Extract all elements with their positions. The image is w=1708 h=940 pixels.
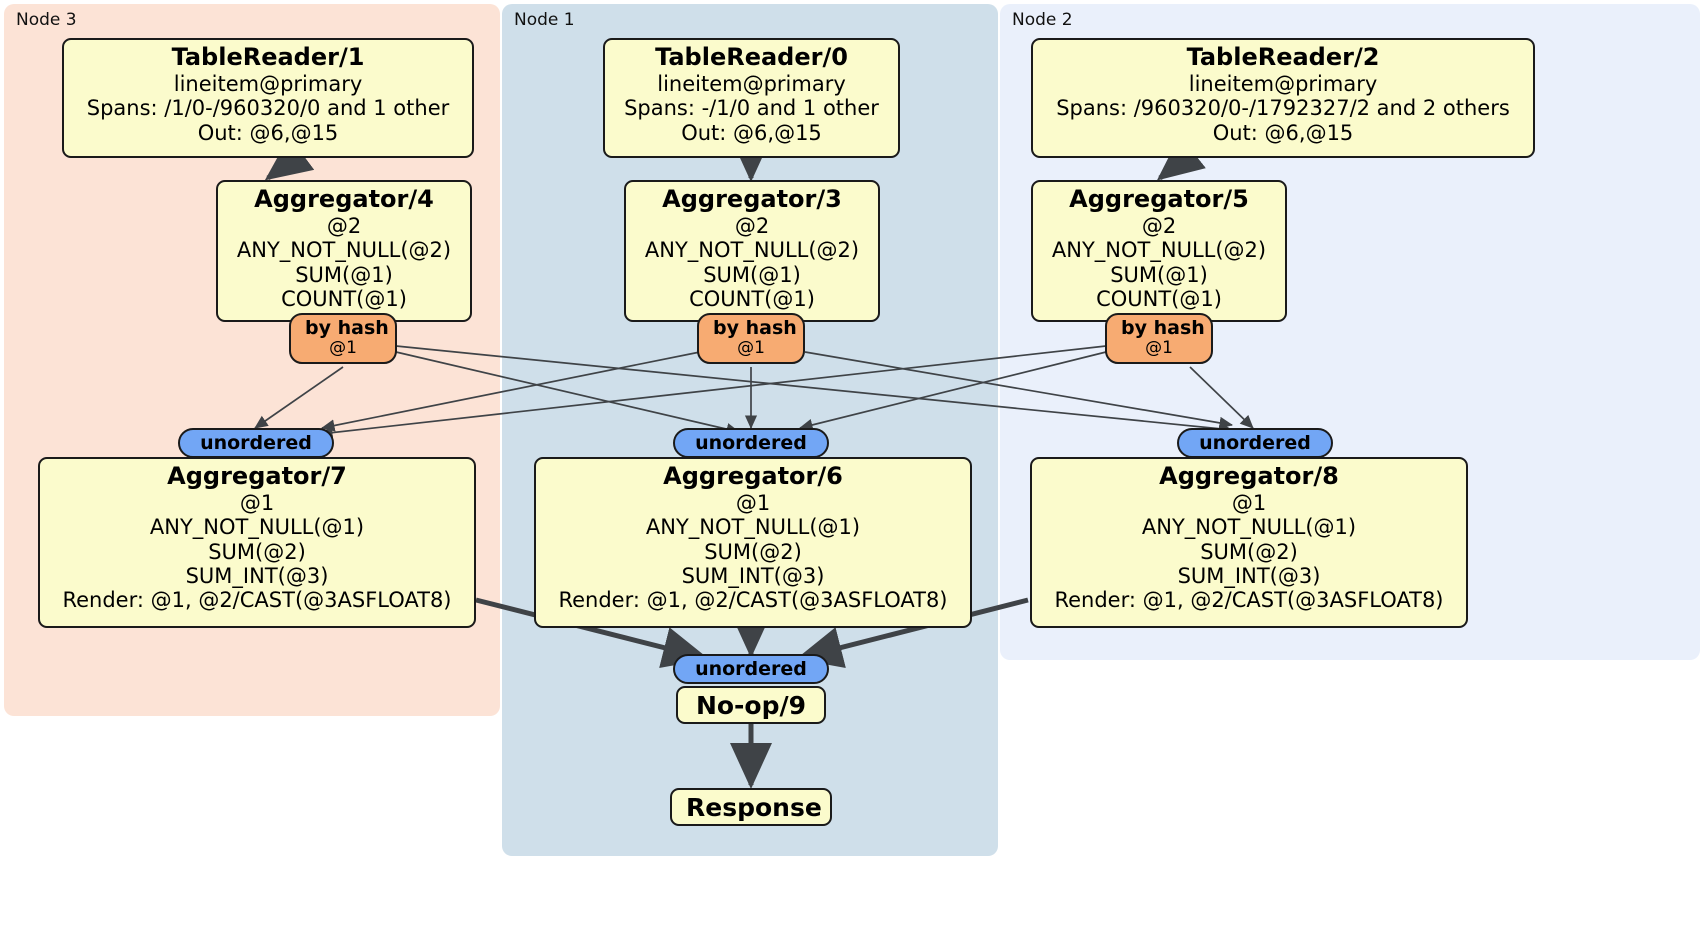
processor-title: Aggregator/5 (1069, 185, 1249, 213)
processor-detail-render: Render: @1, @2/CAST(@3ASFLOAT8) (1054, 588, 1444, 613)
node-panel-label-node1: Node 1 (514, 10, 575, 30)
router-type-label: by hash (713, 317, 797, 339)
processor-title: Aggregator/3 (662, 185, 842, 213)
router-by-hash-node1[interactable]: by hash @1 (697, 313, 805, 364)
processor-detail-groupcol: @2 (1141, 213, 1177, 238)
processor-detail-out: Out: @6,@15 (681, 120, 822, 145)
processor-detail-render: Render: @1, @2/CAST(@3ASFLOAT8) (62, 588, 452, 613)
synchronizer-type-label: unordered (1199, 432, 1311, 454)
processor-detail-groupcol: @2 (326, 213, 362, 238)
processor-detail-agg-3: COUNT(@1) (689, 286, 815, 311)
processor-detail-agg-1: ANY_NOT_NULL(@1) (149, 515, 365, 540)
processor-detail-agg-1: ANY_NOT_NULL(@2) (1051, 238, 1267, 263)
processor-title: Aggregator/4 (254, 185, 434, 213)
processor-detail-groupcol: @1 (735, 490, 771, 515)
processor-detail-agg-2: SUM(@1) (295, 262, 393, 287)
processor-aggregator-4[interactable]: Aggregator/4 @2 ANY_NOT_NULL(@2) SUM(@1)… (216, 180, 472, 322)
processor-detail-agg-1: ANY_NOT_NULL(@2) (236, 238, 452, 263)
processor-detail-agg-1: ANY_NOT_NULL(@1) (1141, 515, 1357, 540)
processor-detail-agg-3: COUNT(@1) (1096, 286, 1222, 311)
processor-detail-agg-3: SUM_INT(@3) (681, 563, 825, 588)
processor-noop-9[interactable]: No-op/9 (676, 686, 826, 724)
synchronizer-unordered-node3[interactable]: unordered (178, 428, 334, 458)
processor-detail-agg-3: SUM_INT(@3) (185, 563, 329, 588)
processor-detail-groupcol: @2 (734, 213, 770, 238)
processor-detail-groupcol: @1 (239, 490, 275, 515)
processor-detail-agg-1: ANY_NOT_NULL(@1) (645, 515, 861, 540)
processor-title: TableReader/1 (171, 43, 365, 71)
processor-title: No-op/9 (695, 691, 807, 720)
router-key-label: @1 (329, 337, 357, 358)
processor-detail-out: Out: @6,@15 (197, 120, 339, 145)
synchronizer-unordered-node1[interactable]: unordered (673, 428, 829, 458)
processor-detail-groupcol: @1 (1231, 490, 1267, 515)
processor-detail-spans: Spans: -/1/0 and 1 other (624, 96, 879, 121)
processor-detail-table: lineitem@primary (657, 71, 846, 96)
processor-detail-spans: Spans: /1/0-/960320/0 and 1 other (86, 96, 450, 121)
processor-aggregator-8[interactable]: Aggregator/8 @1 ANY_NOT_NULL(@1) SUM(@2)… (1030, 457, 1468, 628)
processor-title: TableReader/0 (655, 43, 848, 71)
processor-table-reader-1[interactable]: TableReader/1 lineitem@primary Spans: /1… (62, 38, 474, 158)
router-key-label: @1 (737, 337, 765, 358)
processor-table-reader-0[interactable]: TableReader/0 lineitem@primary Spans: -/… (603, 38, 900, 158)
processor-title: Aggregator/6 (663, 462, 843, 490)
processor-detail-render: Render: @1, @2/CAST(@3ASFLOAT8) (558, 588, 948, 613)
processor-title: TableReader/2 (1186, 43, 1380, 71)
synchronizer-type-label: unordered (695, 432, 807, 454)
processor-title: Aggregator/7 (167, 462, 347, 490)
synchronizer-unordered-node2[interactable]: unordered (1177, 428, 1333, 458)
router-by-hash-node3[interactable]: by hash @1 (289, 313, 397, 364)
processor-detail-agg-2: SUM(@1) (703, 262, 801, 287)
router-type-label: by hash (1121, 317, 1205, 339)
processor-detail-spans: Spans: /960320/0-/1792327/2 and 2 others (1056, 96, 1510, 121)
processor-title: Aggregator/8 (1159, 462, 1339, 490)
router-by-hash-node2[interactable]: by hash @1 (1105, 313, 1213, 364)
processor-table-reader-2[interactable]: TableReader/2 lineitem@primary Spans: /9… (1031, 38, 1535, 158)
processor-detail-agg-1: ANY_NOT_NULL(@2) (644, 238, 860, 263)
processor-detail-table: lineitem@primary (173, 71, 363, 96)
processor-detail-agg-3: COUNT(@1) (281, 286, 407, 311)
processor-detail-agg-2: SUM(@1) (1110, 262, 1208, 287)
node-panel-label-node3: Node 3 (16, 10, 77, 30)
processor-detail-agg-2: SUM(@2) (704, 539, 802, 564)
processor-title: Response (686, 793, 822, 822)
synchronizer-unordered-final[interactable]: unordered (673, 654, 829, 684)
processor-aggregator-6[interactable]: Aggregator/6 @1 ANY_NOT_NULL(@1) SUM(@2)… (534, 457, 972, 628)
processor-aggregator-7[interactable]: Aggregator/7 @1 ANY_NOT_NULL(@1) SUM(@2)… (38, 457, 476, 628)
processor-detail-table: lineitem@primary (1188, 71, 1378, 96)
router-key-label: @1 (1145, 337, 1173, 358)
synchronizer-type-label: unordered (695, 658, 807, 680)
processor-detail-agg-3: SUM_INT(@3) (1177, 563, 1321, 588)
processor-response[interactable]: Response (670, 788, 832, 826)
node-panel-label-node2: Node 2 (1012, 10, 1073, 30)
processor-detail-agg-2: SUM(@2) (1200, 539, 1298, 564)
processor-aggregator-3[interactable]: Aggregator/3 @2 ANY_NOT_NULL(@2) SUM(@1)… (624, 180, 880, 322)
processor-detail-out: Out: @6,@15 (1212, 120, 1354, 145)
processor-aggregator-5[interactable]: Aggregator/5 @2 ANY_NOT_NULL(@2) SUM(@1)… (1031, 180, 1287, 322)
synchronizer-type-label: unordered (200, 432, 312, 454)
router-type-label: by hash (305, 317, 389, 339)
processor-detail-agg-2: SUM(@2) (208, 539, 306, 564)
